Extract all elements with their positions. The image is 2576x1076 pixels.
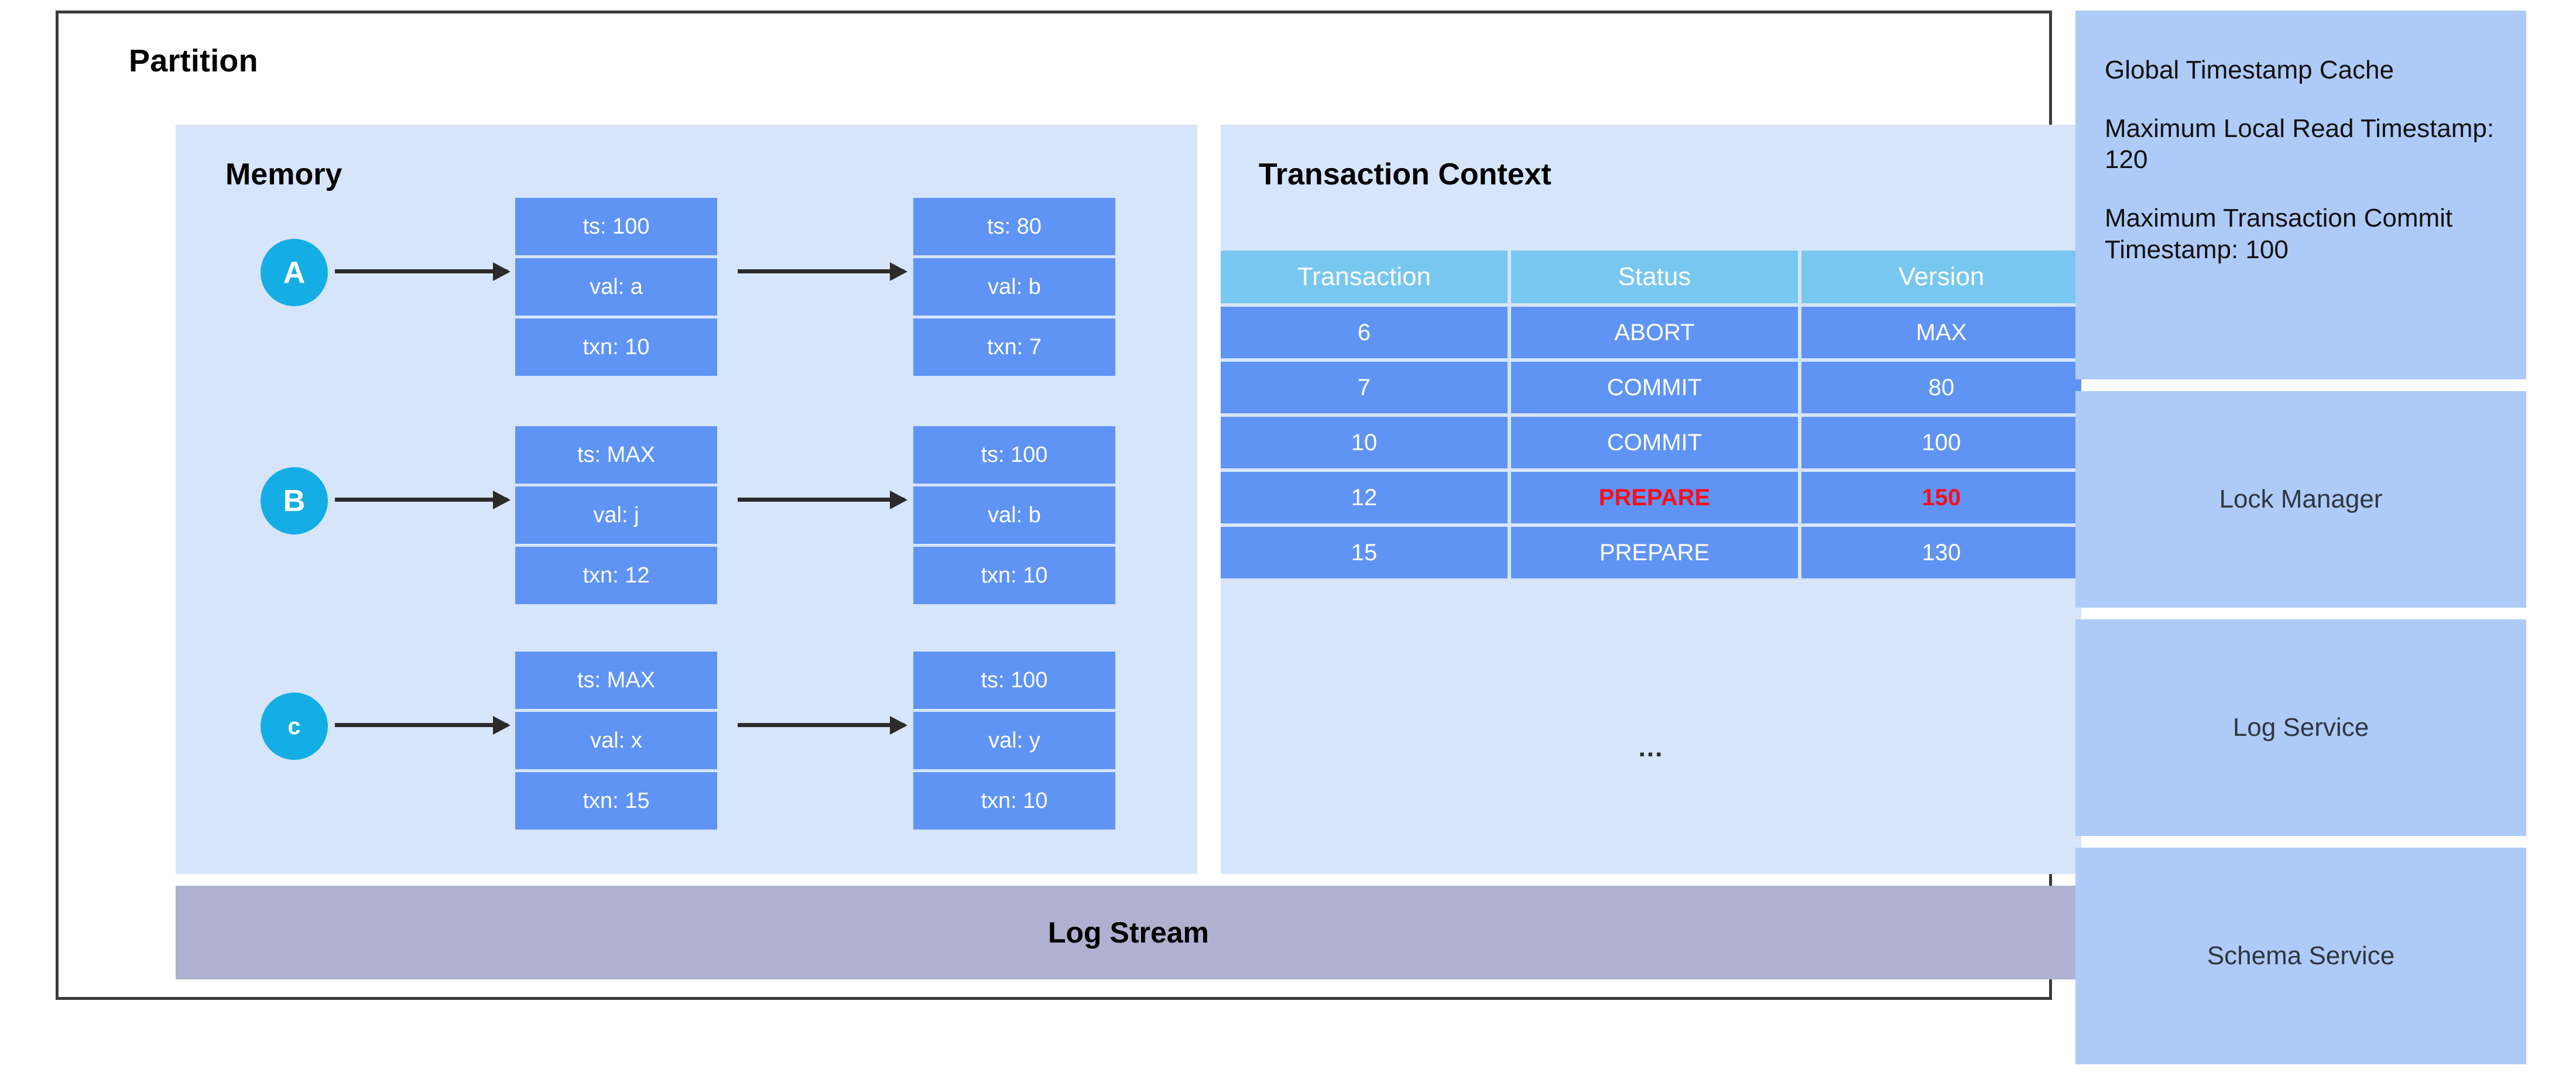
version-val: val: b xyxy=(913,486,1115,544)
cell-version: MAX xyxy=(1801,307,2081,358)
cell-status: COMMIT xyxy=(1511,362,1798,413)
version-ts: ts: MAX xyxy=(515,652,717,709)
version-val: val: y xyxy=(913,712,1115,769)
transaction-context-panel: Transaction Context Transaction Status V… xyxy=(1221,125,2081,874)
global-timestamp-cache-card: Global Timestamp Cache Maximum Local Rea… xyxy=(2075,11,2526,379)
schema-service-card: Schema Service xyxy=(2075,848,2526,1064)
version-box-a1: ts: 80 val: b txn: 7 xyxy=(913,198,1115,376)
table-overflow-indicator: ... xyxy=(1638,734,1664,762)
version-txn: txn: 15 xyxy=(515,772,717,830)
version-box-b1: ts: 100 val: b txn: 10 xyxy=(913,426,1115,604)
lock-manager-card: Lock Manager xyxy=(2075,391,2526,608)
version-ts: ts: MAX xyxy=(515,426,717,484)
memory-panel: Memory A ts: 100 val: a txn: 10 ts: 80 v… xyxy=(176,125,1197,874)
memory-row-b: B ts: MAX val: j txn: 12 ts: 100 val: b … xyxy=(176,426,1197,619)
version-ts: ts: 100 xyxy=(913,652,1115,709)
version-val: val: j xyxy=(515,486,717,544)
table-header-row: Transaction Status Version xyxy=(1221,251,2081,303)
memory-row-a: A ts: 100 val: a txn: 10 ts: 80 val: b t… xyxy=(176,198,1197,391)
cell-status: ABORT xyxy=(1511,307,1798,358)
table-row: 6 ABORT MAX xyxy=(1221,307,2081,358)
max-local-read-timestamp: Maximum Local Read Timestamp: 120 xyxy=(2105,114,2495,174)
version-txn: txn: 7 xyxy=(913,318,1115,376)
arrow-key-to-version-b0 xyxy=(335,491,511,509)
version-box-c1: ts: 100 val: y txn: 10 xyxy=(913,652,1115,830)
table-row: 12 PREPARE 150 xyxy=(1221,472,2081,523)
version-ts: ts: 100 xyxy=(515,198,717,255)
column-header-status: Status xyxy=(1511,251,1798,303)
version-ts: ts: 100 xyxy=(913,426,1115,484)
cell-version: 100 xyxy=(1801,417,2081,468)
cell-version: 150 xyxy=(1801,472,2081,523)
cell-transaction: 12 xyxy=(1221,472,1508,523)
version-val: val: b xyxy=(913,258,1115,316)
memory-title: Memory xyxy=(225,157,342,191)
cell-version: 130 xyxy=(1801,527,2081,578)
cell-transaction: 10 xyxy=(1221,417,1508,468)
arrow-key-to-version-a0 xyxy=(335,262,511,281)
cell-transaction: 7 xyxy=(1221,362,1508,413)
column-header-version: Version xyxy=(1801,251,2081,303)
max-transaction-commit-timestamp: Maximum Transaction Commit Timestamp: 10… xyxy=(2105,204,2453,264)
transaction-context-table: Transaction Status Version 6 ABORT MAX 7… xyxy=(1221,251,2081,762)
services-sidebar: Global Timestamp Cache Maximum Local Rea… xyxy=(2075,11,2526,1076)
version-box-b0: ts: MAX val: j txn: 12 xyxy=(515,426,717,604)
cell-version: 80 xyxy=(1801,362,2081,413)
version-txn: txn: 12 xyxy=(515,547,717,604)
memory-row-c: c ts: MAX val: x txn: 15 ts: 100 val: y … xyxy=(176,652,1197,845)
table-row: 7 COMMIT 80 xyxy=(1221,362,2081,413)
arrow-key-to-version-c0 xyxy=(335,716,511,735)
table-row: 10 COMMIT 100 xyxy=(1221,417,2081,468)
version-ts: ts: 80 xyxy=(913,198,1115,255)
version-val: val: x xyxy=(515,712,717,769)
cell-transaction: 6 xyxy=(1221,307,1508,358)
cell-status: PREPARE xyxy=(1511,527,1798,578)
global-timestamp-cache-title: Global Timestamp Cache xyxy=(2105,56,2394,84)
cell-status: PREPARE xyxy=(1511,472,1798,523)
memory-key-node-a: A xyxy=(261,239,328,306)
version-box-c0: ts: MAX val: x txn: 15 xyxy=(515,652,717,830)
cell-status: COMMIT xyxy=(1511,417,1798,468)
log-service-card: Log Service xyxy=(2075,619,2526,836)
memory-key-node-b: B xyxy=(261,467,328,534)
table-row: 15 PREPARE 130 xyxy=(1221,527,2081,578)
arrow-version-b0-to-b1 xyxy=(738,491,907,509)
version-txn: txn: 10 xyxy=(913,772,1115,830)
memory-key-node-c: c xyxy=(261,693,328,760)
log-stream-bar: Log Stream xyxy=(176,886,2081,979)
partition-container: Partition Memory A ts: 100 val: a txn: 1… xyxy=(56,11,2081,1000)
version-txn: txn: 10 xyxy=(515,318,717,376)
version-box-a0: ts: 100 val: a txn: 10 xyxy=(515,198,717,376)
transaction-context-title: Transaction Context xyxy=(1259,157,1551,191)
column-header-transaction: Transaction xyxy=(1221,251,1508,303)
arrow-version-c0-to-c1 xyxy=(738,716,907,735)
arrow-version-a0-to-a1 xyxy=(738,262,907,281)
cell-transaction: 15 xyxy=(1221,527,1508,578)
partition-title: Partition xyxy=(129,43,258,78)
version-val: val: a xyxy=(515,258,717,316)
version-txn: txn: 10 xyxy=(913,547,1115,604)
